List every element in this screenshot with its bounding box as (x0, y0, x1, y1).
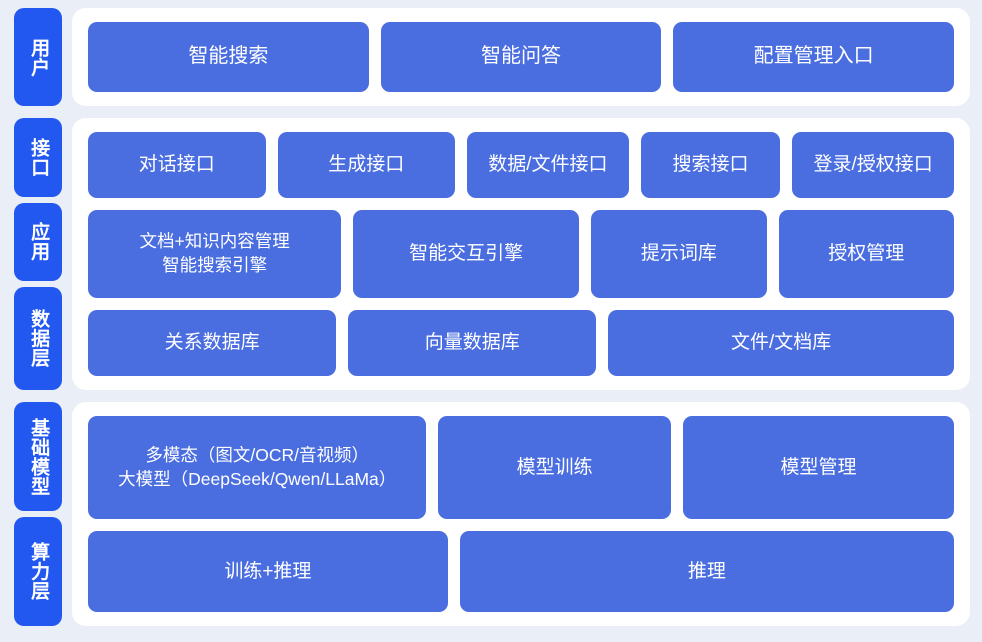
node-data-row-0[interactable]: 关系数据库 (88, 310, 337, 376)
layer-tab-middle-2[interactable]: 数据层 (14, 287, 62, 390)
node-compute-row-0[interactable]: 训练+推理 (88, 531, 448, 612)
node-application-row-0[interactable]: 文档+知识内容管理 智能搜索引擎 (88, 209, 342, 299)
panel-bottom: 多模态（图文/OCR/音视频） 大模型（DeepSeek/Qwen/LLaMa）… (72, 402, 970, 626)
panel-middle: 对话接口生成接口数据/文件接口搜索接口登录/授权接口文档+知识内容管理 智能搜索… (72, 118, 970, 390)
node-user-row-1[interactable]: 智能问答 (380, 22, 662, 92)
node-model-row-1[interactable]: 模型训练 (438, 416, 671, 520)
node-model-row-2[interactable]: 模型管理 (682, 416, 954, 520)
row-compute-row: 训练+推理推理 (88, 531, 954, 612)
section-user: 用户智能搜索智能问答配置管理入口 (0, 8, 970, 106)
row-application-row: 文档+知识内容管理 智能搜索引擎智能交互引擎提示词库授权管理 (88, 209, 954, 299)
layer-label-rail-user: 用户 (0, 8, 62, 106)
layer-label-rail-middle: 接口应用数据层 (0, 118, 62, 390)
row-model-row: 多模态（图文/OCR/音视频） 大模型（DeepSeek/Qwen/LLaMa）… (88, 416, 954, 520)
layer-tab-middle-0[interactable]: 接口 (14, 118, 62, 197)
layer-tab-bottom-0[interactable]: 基础模型 (14, 402, 62, 511)
node-interface-row-1[interactable]: 生成接口 (277, 132, 456, 198)
layer-tab-user-0[interactable]: 用户 (14, 8, 62, 106)
node-data-row-1[interactable]: 向量数据库 (348, 310, 597, 376)
node-model-row-0[interactable]: 多模态（图文/OCR/音视频） 大模型（DeepSeek/Qwen/LLaMa） (88, 416, 427, 520)
node-data-row-2[interactable]: 文件/文档库 (608, 310, 954, 376)
panel-user: 智能搜索智能问答配置管理入口 (72, 8, 970, 106)
section-bottom: 基础模型算力层多模态（图文/OCR/音视频） 大模型（DeepSeek/Qwen… (0, 402, 970, 626)
row-interface-row: 对话接口生成接口数据/文件接口搜索接口登录/授权接口 (88, 132, 954, 198)
node-interface-row-2[interactable]: 数据/文件接口 (467, 132, 629, 198)
node-user-row-0[interactable]: 智能搜索 (88, 22, 369, 92)
layer-tab-bottom-1[interactable]: 算力层 (14, 517, 62, 626)
node-interface-row-0[interactable]: 对话接口 (88, 132, 266, 198)
node-application-row-2[interactable]: 提示词库 (591, 209, 767, 299)
node-interface-row-3[interactable]: 搜索接口 (640, 132, 781, 198)
node-application-row-3[interactable]: 授权管理 (778, 209, 954, 299)
node-interface-row-4[interactable]: 登录/授权接口 (792, 132, 954, 198)
node-compute-row-1[interactable]: 推理 (459, 531, 954, 612)
node-user-row-2[interactable]: 配置管理入口 (673, 22, 955, 92)
node-application-row-1[interactable]: 智能交互引擎 (353, 209, 580, 299)
section-middle: 接口应用数据层对话接口生成接口数据/文件接口搜索接口登录/授权接口文档+知识内容… (0, 118, 970, 390)
layer-label-rail-bottom: 基础模型算力层 (0, 402, 62, 626)
row-data-row: 关系数据库向量数据库文件/文档库 (88, 310, 954, 376)
layer-tab-middle-1[interactable]: 应用 (14, 202, 62, 282)
row-user-row: 智能搜索智能问答配置管理入口 (88, 22, 955, 92)
